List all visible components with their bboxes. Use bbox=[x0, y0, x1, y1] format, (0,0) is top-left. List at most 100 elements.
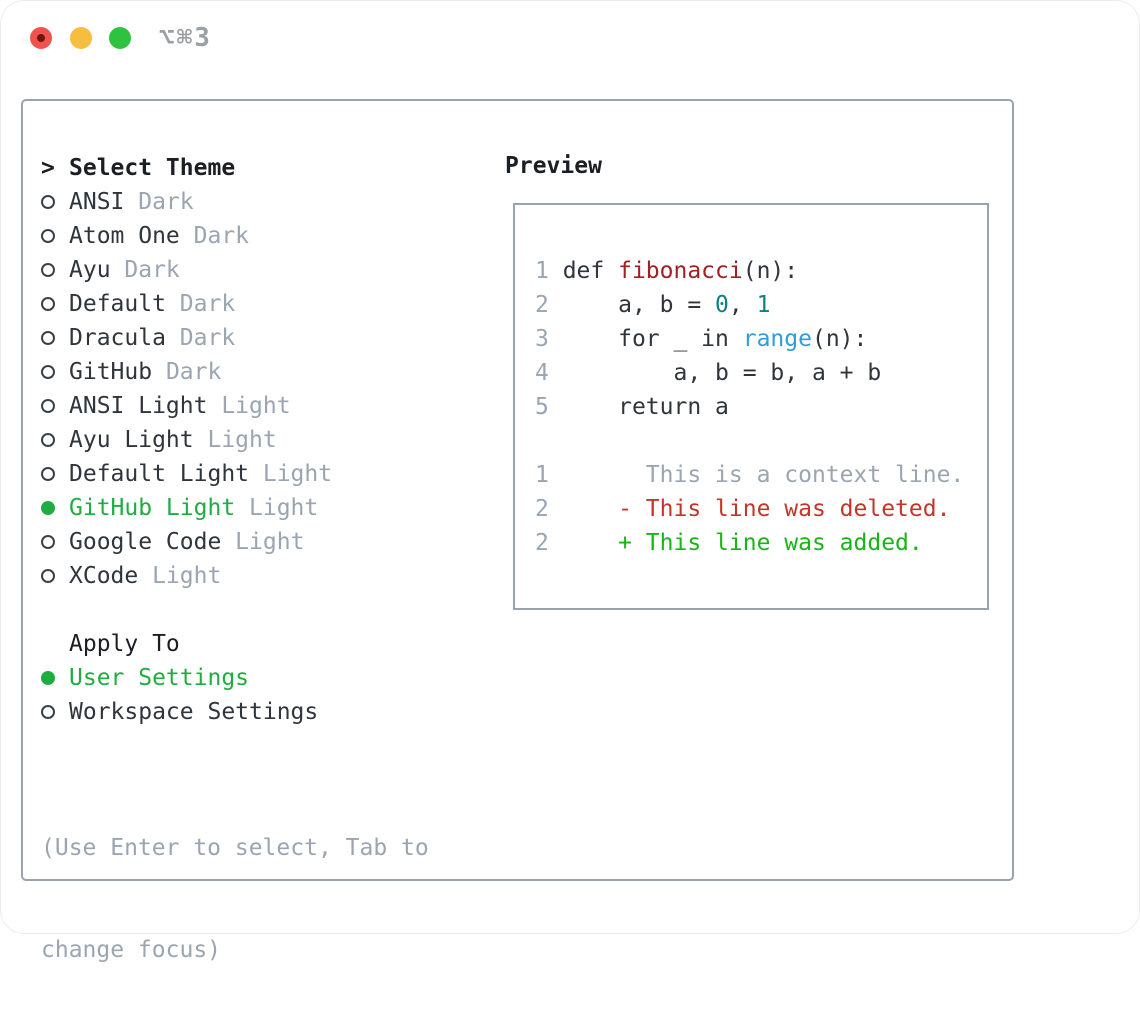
line-number: 4 bbox=[535, 360, 563, 386]
theme-name: ANSI bbox=[69, 189, 125, 215]
theme-name: Google Code bbox=[69, 529, 222, 555]
zoom-button-icon[interactable] bbox=[109, 27, 131, 49]
theme-item-github[interactable]: GitHub Dark bbox=[41, 355, 501, 389]
code-line: 5 return a bbox=[535, 390, 987, 424]
diff-line: 2 + This line was added. bbox=[535, 526, 987, 560]
radio-unselected-icon bbox=[41, 399, 69, 413]
radio-selected-icon bbox=[41, 501, 69, 515]
theme-name: ANSI Light bbox=[69, 393, 208, 419]
theme-item-default[interactable]: Default Dark bbox=[41, 287, 501, 321]
help-line-2: change focus) bbox=[41, 937, 222, 963]
code-token-function: fibonacci bbox=[618, 258, 743, 284]
window-title: ⌥⌘3 bbox=[159, 23, 212, 53]
theme-item-ayu-light[interactable]: Ayu Light Light bbox=[41, 423, 501, 457]
minimize-button-icon[interactable] bbox=[69, 27, 92, 49]
line-number: 1 bbox=[535, 462, 563, 488]
code-line: 1 def fibonacci(n): bbox=[535, 254, 987, 288]
theme-variant: Light bbox=[138, 563, 222, 589]
line-number: 2 bbox=[535, 530, 563, 556]
theme-variant: Dark bbox=[152, 359, 222, 385]
diff-line: 2 - This line was deleted. bbox=[535, 492, 987, 526]
theme-name: Default Light bbox=[69, 461, 250, 487]
theme-name: Ayu Light bbox=[69, 427, 194, 453]
apply-option-label: Workspace Settings bbox=[69, 699, 319, 725]
code-token-number: 1 bbox=[756, 292, 771, 318]
theme-item-xcode[interactable]: XCode Light bbox=[41, 559, 501, 593]
radio-unselected-icon bbox=[41, 195, 69, 209]
radio-unselected-icon bbox=[41, 467, 69, 481]
code-token-number: 0 bbox=[715, 292, 729, 318]
line-number: 5 bbox=[535, 394, 563, 420]
traffic-lights bbox=[30, 27, 131, 49]
theme-variant: Light bbox=[221, 529, 305, 555]
diff-preview: 1 This is a context line.2 - This line w… bbox=[535, 458, 987, 560]
line-number: 1 bbox=[535, 258, 563, 284]
theme-item-ansi[interactable]: ANSI Dark bbox=[41, 185, 501, 219]
code-token-plain: (n): bbox=[811, 326, 868, 352]
theme-name: Dracula bbox=[69, 325, 166, 351]
code-token-plain: a, b = bbox=[562, 292, 716, 318]
radio-unselected-icon bbox=[41, 331, 69, 345]
select-theme-header: > Select Theme bbox=[41, 151, 501, 185]
apply-option-workspace-settings[interactable]: Workspace Settings bbox=[41, 695, 501, 729]
code-token-plain bbox=[563, 530, 618, 556]
theme-item-default-light[interactable]: Default Light Light bbox=[41, 457, 501, 491]
theme-item-github-light[interactable]: GitHub Light Light bbox=[41, 491, 501, 525]
radio-unselected-icon bbox=[41, 297, 69, 311]
code-token-plain: def bbox=[562, 258, 619, 284]
theme-name: GitHub bbox=[69, 359, 153, 385]
theme-item-atom-one[interactable]: Atom One Dark bbox=[41, 219, 501, 253]
theme-variant: Light bbox=[235, 495, 319, 521]
code-token-plain bbox=[563, 496, 618, 522]
theme-item-ayu[interactable]: Ayu Dark bbox=[41, 253, 501, 287]
theme-name: Ayu bbox=[69, 257, 111, 283]
line-number: 2 bbox=[535, 292, 563, 318]
theme-item-ansi-light[interactable]: ANSI Light Light bbox=[41, 389, 501, 423]
radio-unselected-icon bbox=[41, 433, 69, 447]
apply-option-label: User Settings bbox=[69, 665, 250, 691]
theme-variant: Light bbox=[193, 427, 277, 453]
theme-variant: Dark bbox=[110, 257, 180, 283]
preview-spacer bbox=[535, 424, 987, 458]
radio-unselected-icon bbox=[41, 365, 69, 379]
apply-option-user-settings[interactable]: User Settings bbox=[41, 661, 501, 695]
radio-selected-icon bbox=[41, 671, 69, 685]
line-number: 3 bbox=[535, 326, 563, 352]
close-button-icon[interactable] bbox=[30, 27, 52, 49]
theme-name: Atom One bbox=[69, 223, 180, 249]
code-token-context: This is a context line. bbox=[562, 462, 965, 488]
preview-title: Preview bbox=[505, 153, 602, 179]
code-token-plain: return a bbox=[562, 394, 729, 420]
radio-unselected-icon bbox=[41, 569, 69, 583]
line-number: 2 bbox=[535, 496, 563, 522]
code-line: 2 a, b = 0, 1 bbox=[535, 288, 987, 322]
theme-name: XCode bbox=[69, 563, 139, 589]
theme-item-dracula[interactable]: Dracula Dark bbox=[41, 321, 501, 355]
select-theme-title: Select Theme bbox=[69, 155, 236, 181]
help-text: (Use Enter to select, Tab to change focu… bbox=[41, 763, 501, 1035]
diff-line: 1 This is a context line. bbox=[535, 458, 987, 492]
code-token-builtin: range bbox=[742, 326, 812, 352]
theme-item-google-code[interactable]: Google Code Light bbox=[41, 525, 501, 559]
code-token-plain: for _ in bbox=[562, 326, 743, 352]
theme-variant: Light bbox=[249, 461, 333, 487]
code-line: 4 a, b = b, a + b bbox=[535, 356, 987, 390]
titlebar: ⌥⌘3 bbox=[1, 1, 1139, 99]
code-token-deleted: - This line was deleted. bbox=[618, 496, 951, 522]
radio-unselected-icon bbox=[41, 535, 69, 549]
code-token-plain: , bbox=[728, 292, 757, 318]
theme-name: Default bbox=[69, 291, 166, 317]
theme-variant: Dark bbox=[179, 223, 250, 249]
focus-caret-icon: > bbox=[41, 155, 55, 181]
code-token-plain: (n): bbox=[742, 258, 799, 284]
code-line: 3 for _ in range(n): bbox=[535, 322, 987, 356]
radio-unselected-icon bbox=[41, 229, 69, 243]
theme-variant: Light bbox=[207, 393, 291, 419]
theme-name: GitHub Light bbox=[69, 495, 236, 521]
